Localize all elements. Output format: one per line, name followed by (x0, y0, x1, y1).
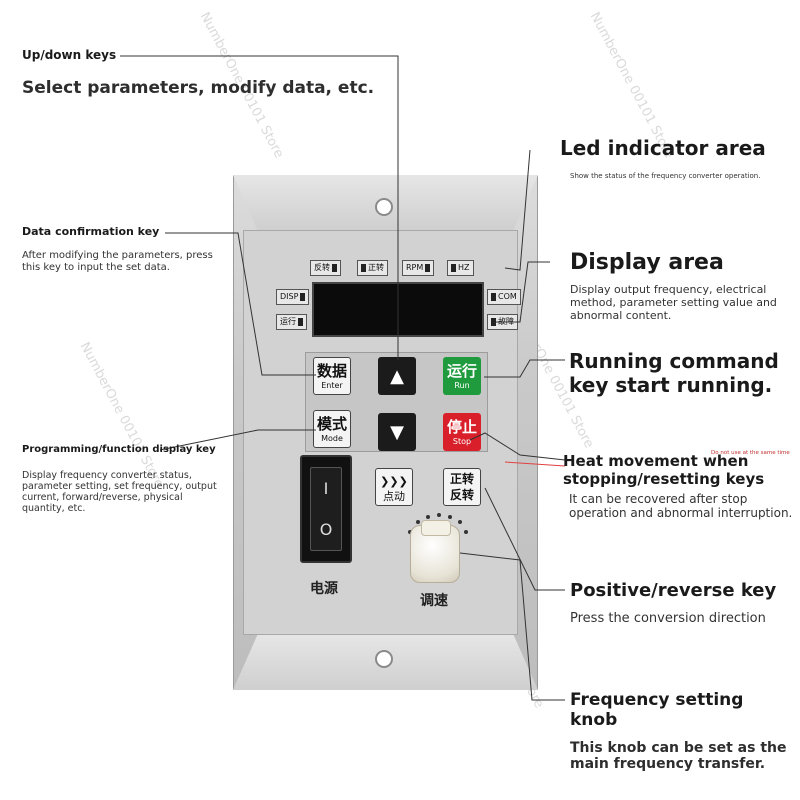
scale-dot (437, 513, 441, 517)
arrow-up-icon: ▲ (390, 365, 404, 387)
callout-desc: Select parameters, modify data, etc. (22, 78, 375, 98)
mounting-hole-bottom (375, 650, 393, 668)
callout-run: Running command key start running. (569, 349, 794, 397)
callout-stop: Do not use at the same time Heat movemen… (563, 450, 798, 520)
switch-off-mark: O (319, 520, 333, 539)
callout-desc: Display frequency converter status, para… (22, 470, 217, 514)
up-key[interactable]: ▲ (378, 357, 416, 395)
callout-desc: Show the status of the frequency convert… (570, 172, 761, 180)
callout-desc: This knob can be set as the main frequen… (570, 740, 787, 772)
indicator-com: COM (487, 289, 521, 305)
callout-display: Display area Display output frequency, e… (570, 250, 795, 322)
callout-led: Led indicator area Show the status of th… (560, 136, 795, 180)
callout-updown: Up/down keys Select parameters, modify d… (22, 48, 392, 98)
callout-title: Frequency setting knob (570, 690, 744, 730)
frequency-knob[interactable] (410, 520, 460, 583)
indicator-disp: DISP (276, 289, 310, 305)
down-key[interactable]: ▼ (378, 413, 416, 451)
scale-dot (464, 530, 468, 534)
callout-title: Up/down keys (22, 48, 117, 62)
callout-confirm: Data confirmation key After modifying th… (22, 225, 222, 274)
indicator-reverse: 反转 (310, 260, 341, 276)
callout-title: Positive/reverse key (570, 580, 777, 601)
callout-title: Running command key start running. (569, 349, 779, 397)
callout-title: Data confirmation key (22, 225, 160, 238)
indicator-rpm: RPM (402, 260, 435, 276)
callout-programming: Programming/function display key Display… (22, 444, 227, 514)
forward-reverse-key[interactable]: 正转反转 (443, 468, 481, 506)
power-label: 电源 (310, 581, 338, 597)
indicator-fault: 故障 (487, 314, 518, 330)
scale-dot (458, 520, 462, 524)
power-rocker: I O (310, 467, 342, 551)
speed-label: 调速 (420, 593, 448, 609)
callout-desc: Display output frequency, electrical met… (570, 283, 777, 322)
callout-desc: Press the conversion direction (570, 611, 766, 626)
callout-freq: Frequency setting knob This knob can be … (570, 690, 795, 772)
jog-key[interactable]: ❯❯❯点动 (375, 468, 413, 506)
scale-dot (426, 515, 430, 519)
callout-desc: After modifying the parameters, press th… (22, 250, 213, 273)
indicator-hz: HZ (447, 260, 474, 276)
callout-title: Programming/function display key (22, 444, 216, 455)
callout-posrev: Positive/reverse key Press the conversio… (570, 580, 795, 626)
arrow-down-icon: ▼ (390, 421, 404, 443)
scale-dot (416, 520, 420, 524)
scale-dot (448, 515, 452, 519)
power-switch[interactable]: I O (300, 455, 352, 563)
led-display-screen (312, 282, 484, 337)
callout-title: Display area (570, 250, 724, 275)
switch-on-mark: I (323, 479, 329, 498)
indicator-forward: 正转 (357, 260, 388, 276)
indicator-running: 运行 (276, 314, 307, 330)
callout-title: Heat movement when stopping/resetting ke… (563, 452, 765, 488)
callout-desc: It can be recovered after stop operation… (569, 492, 793, 520)
callout-title: Led indicator area (560, 136, 766, 160)
chevrons-icon: ❯❯❯ (380, 474, 408, 488)
mounting-hole-top (375, 198, 393, 216)
callout-note: Do not use at the same time (711, 450, 790, 456)
